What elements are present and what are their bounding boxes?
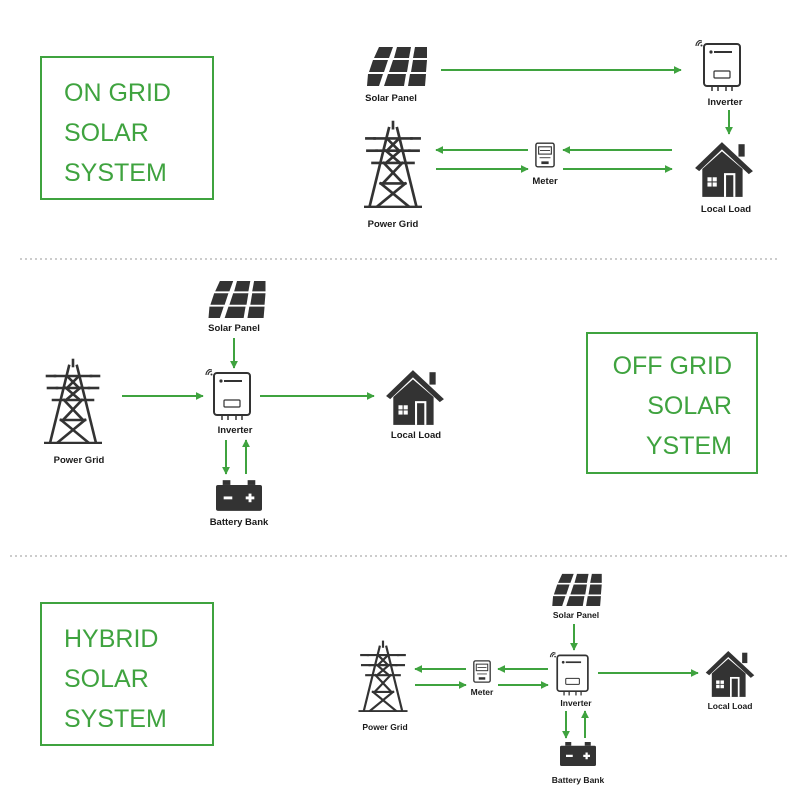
- on-grid-solar-panel-label: Solar Panel: [365, 93, 417, 104]
- on-grid-title-line-1: ON GRID: [64, 79, 171, 107]
- inverter-icon: [695, 40, 741, 92]
- house-icon: [695, 142, 753, 197]
- on-grid-meter-label: Meter: [532, 176, 558, 187]
- off-grid-title-line-1: OFF GRID: [612, 352, 732, 380]
- hybrid-solar-panel-label: Solar Panel: [553, 610, 599, 620]
- on-grid-diagram: Solar Panel Inverter Power Grid Meter Lo…: [364, 40, 753, 230]
- hybrid-power-grid-label: Power Grid: [362, 722, 407, 732]
- off-grid-diagram: Solar Panel Power Grid Inverter Local Lo…: [44, 280, 444, 528]
- meter-icon: [535, 142, 555, 168]
- on-grid-power-grid-label: Power Grid: [368, 219, 419, 230]
- power-grid-tower-icon: [364, 120, 422, 208]
- off-grid-power-grid-label: Power Grid: [54, 455, 105, 466]
- hybrid-title-box: HYBRID SOLAR SYSTEM: [40, 602, 214, 746]
- hybrid-meter-label: Meter: [471, 687, 494, 697]
- on-grid-title-box: ON GRID SOLAR SYSTEM: [40, 56, 214, 200]
- off-grid-title-line-2: SOLAR: [647, 392, 732, 420]
- hybrid-local-load-label: Local Load: [708, 701, 753, 711]
- off-grid-solar-panel-label: Solar Panel: [208, 323, 260, 334]
- solar-panel-icon: [208, 280, 266, 318]
- battery-icon: [560, 742, 596, 766]
- on-grid-local-load-label: Local Load: [701, 204, 751, 215]
- off-grid-title-line-3: YSTEM: [645, 432, 732, 460]
- on-grid-title-line-3: SYSTEM: [64, 159, 167, 187]
- battery-icon: [216, 480, 262, 511]
- off-grid-title-box: OFF GRID SOLAR YSTEM: [586, 332, 758, 474]
- hybrid-title-line-2: SOLAR: [64, 665, 149, 693]
- power-grid-tower-icon: [358, 640, 408, 712]
- hybrid-diagram: Solar Panel Power Grid Meter Inverter Lo…: [358, 573, 755, 785]
- solar-panel-icon: [552, 573, 602, 606]
- inverter-icon: [549, 652, 589, 697]
- inverter-icon: [205, 369, 251, 421]
- on-grid-inverter-label: Inverter: [708, 97, 743, 108]
- solar-panel-icon: [367, 47, 427, 86]
- off-grid-local-load-label: Local Load: [391, 430, 441, 441]
- hybrid-title-line-3: SYSTEM: [64, 705, 167, 733]
- off-grid-inverter-label: Inverter: [218, 425, 253, 436]
- house-icon: [705, 650, 755, 697]
- on-grid-title-line-2: SOLAR: [64, 119, 149, 147]
- hybrid-battery-bank-label: Battery Bank: [552, 775, 605, 785]
- hybrid-inverter-label: Inverter: [560, 698, 592, 708]
- meter-icon: [473, 660, 491, 683]
- house-icon: [386, 370, 444, 425]
- hybrid-title-line-1: HYBRID: [64, 625, 159, 653]
- off-grid-battery-bank-label: Battery Bank: [210, 517, 269, 528]
- power-grid-tower-icon: [44, 358, 102, 444]
